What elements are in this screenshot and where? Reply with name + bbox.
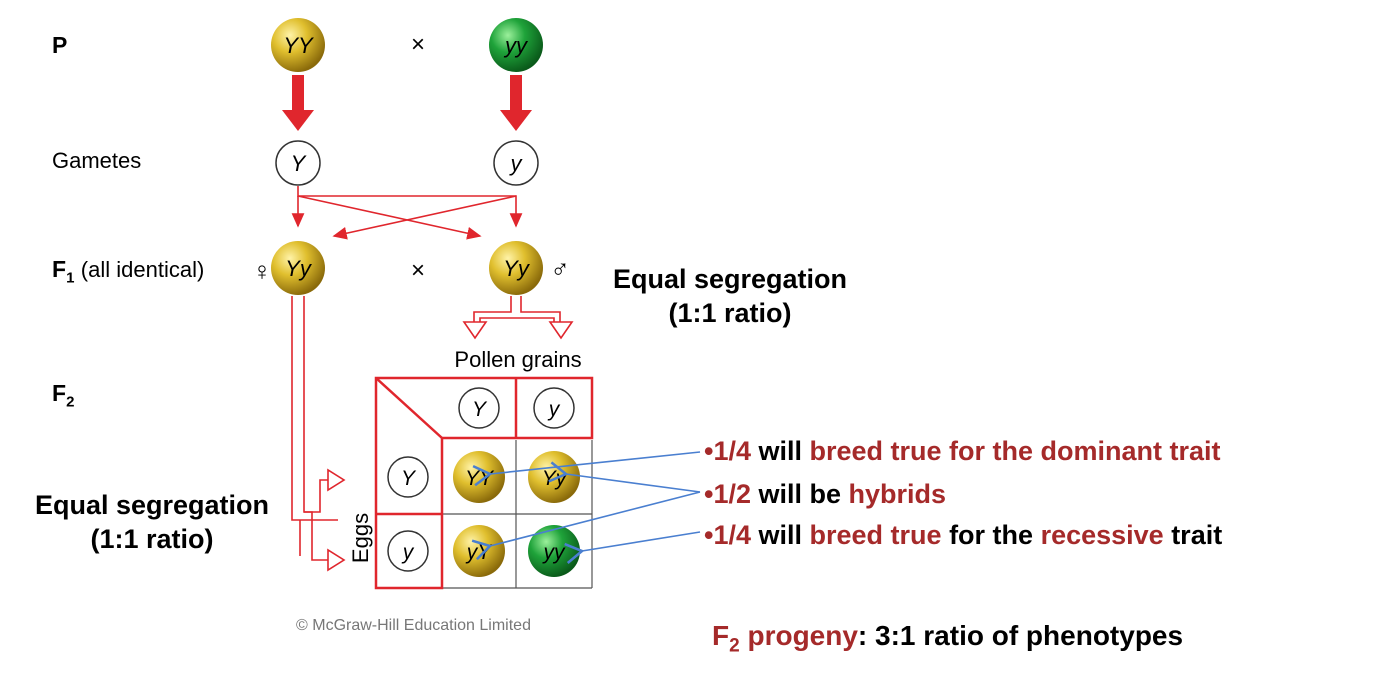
bullet-text: will xyxy=(751,520,810,550)
bullet-fraction: 1/4 xyxy=(713,436,751,466)
f2-letter: F xyxy=(52,380,67,406)
svg-text:Y: Y xyxy=(291,151,307,176)
bullet-fraction: 1/2 xyxy=(713,479,751,509)
bullet-dot: • xyxy=(704,436,714,466)
bullet-dot: • xyxy=(704,479,714,509)
bullet-recessive: •1/4 will breed true for the recessive t… xyxy=(704,520,1222,551)
svg-text:Yy: Yy xyxy=(285,256,313,281)
summary-f-letter: F xyxy=(712,620,730,651)
bullet-hybrids: •1/2 will be hybrids xyxy=(704,479,946,510)
f2-pea-yy: yy xyxy=(528,525,580,577)
summary-ratio: : 3:1 ratio of phenotypes xyxy=(857,620,1184,651)
bullet-highlight: recessive xyxy=(1040,520,1164,550)
blue-pointer-arrows xyxy=(471,451,701,565)
generation-f2-label: F2 xyxy=(52,380,74,411)
f2-pea-yY: yY xyxy=(453,525,505,577)
egg-gamete-Y: Y xyxy=(387,456,429,498)
svg-text:Yy: Yy xyxy=(503,256,531,281)
f2-pea-YY: YY xyxy=(453,451,505,503)
svg-text:YY: YY xyxy=(465,467,495,490)
bullet-text: trait xyxy=(1163,520,1223,550)
bullet-dot: • xyxy=(704,520,714,550)
egg-split-arrow xyxy=(291,296,346,572)
generation-f1-label: F1 (all identical) xyxy=(52,256,204,287)
parent-right-genotype: yy xyxy=(503,33,529,58)
f1-note: (all identical) xyxy=(80,257,205,282)
egg-segregation-line2: (1:1 ratio) xyxy=(90,524,214,554)
gamete-cross-lines xyxy=(291,186,523,240)
pollen-segregation-note: Equal segregation (1:1 ratio) xyxy=(590,262,870,330)
punnett-square xyxy=(374,376,594,590)
f1-female-pea: Yy xyxy=(271,241,325,295)
male-symbol: ♂ xyxy=(550,254,570,284)
parent-left-genotype: YY xyxy=(283,33,314,58)
female-symbol: ♀ xyxy=(252,256,272,286)
bullet-fraction: 1/4 xyxy=(713,520,751,550)
copyright-notice: © McGraw-Hill Education Limited xyxy=(296,617,531,634)
pollen-gamete-Y: Y xyxy=(458,387,500,429)
gametes-label: Gametes xyxy=(52,148,142,173)
summary-progeny: progeny xyxy=(739,620,858,651)
bullet-highlight: breed true for the dominant trait xyxy=(809,436,1221,466)
generation-p-label: P xyxy=(52,32,68,58)
pollen-split-arrow xyxy=(462,296,574,340)
egg-segregation-line1: Equal segregation xyxy=(34,490,270,520)
f2-progeny-summary: F2 progeny: 3:1 ratio of phenotypes xyxy=(712,620,1183,658)
f2-pea-Yy: Yy xyxy=(528,451,580,503)
f1-letter: F xyxy=(52,256,67,282)
svg-text:yy: yy xyxy=(542,541,567,564)
svg-text:Y: Y xyxy=(401,467,417,490)
svg-text:y: y xyxy=(547,398,561,421)
gamete-y: y xyxy=(493,140,539,186)
svg-text:Y: Y xyxy=(472,398,488,421)
bullet-text: will be xyxy=(751,479,849,509)
egg-segregation-note: Equal segregation (1:1 ratio) xyxy=(10,488,294,556)
cross-symbol-top: × xyxy=(411,31,425,58)
svg-text:Yy: Yy xyxy=(542,467,568,490)
f2-subscript: 2 xyxy=(66,393,75,411)
bullet-text: will xyxy=(751,436,810,466)
gamete-Y: Y xyxy=(275,140,321,186)
parent-green-pea: yy xyxy=(489,18,543,72)
bullet-text: for the xyxy=(941,520,1041,550)
f1-male-pea: Yy xyxy=(489,241,543,295)
parent-yellow-pea: YY xyxy=(271,18,325,72)
cross-symbol-f1: × xyxy=(411,257,425,284)
svg-text:y: y xyxy=(509,151,524,176)
bullet-highlight: hybrids xyxy=(848,479,947,509)
bullet-dominant: •1/4 will breed true for the dominant tr… xyxy=(704,436,1221,467)
svg-text:y: y xyxy=(401,541,415,564)
bullet-highlight: breed true xyxy=(809,520,942,550)
parent-to-gamete-arrows xyxy=(282,75,532,131)
pollen-gamete-y: y xyxy=(533,387,575,429)
pollen-segregation-line1: Equal segregation xyxy=(612,264,848,294)
svg-text:yY: yY xyxy=(465,541,494,564)
summary-subscript: 2 xyxy=(729,635,740,657)
egg-gamete-y: y xyxy=(387,530,429,572)
pollen-grains-label: Pollen grains xyxy=(454,347,581,372)
pollen-segregation-line2: (1:1 ratio) xyxy=(668,298,792,328)
f1-subscript: 1 xyxy=(66,269,75,287)
eggs-label: Eggs xyxy=(348,513,373,563)
